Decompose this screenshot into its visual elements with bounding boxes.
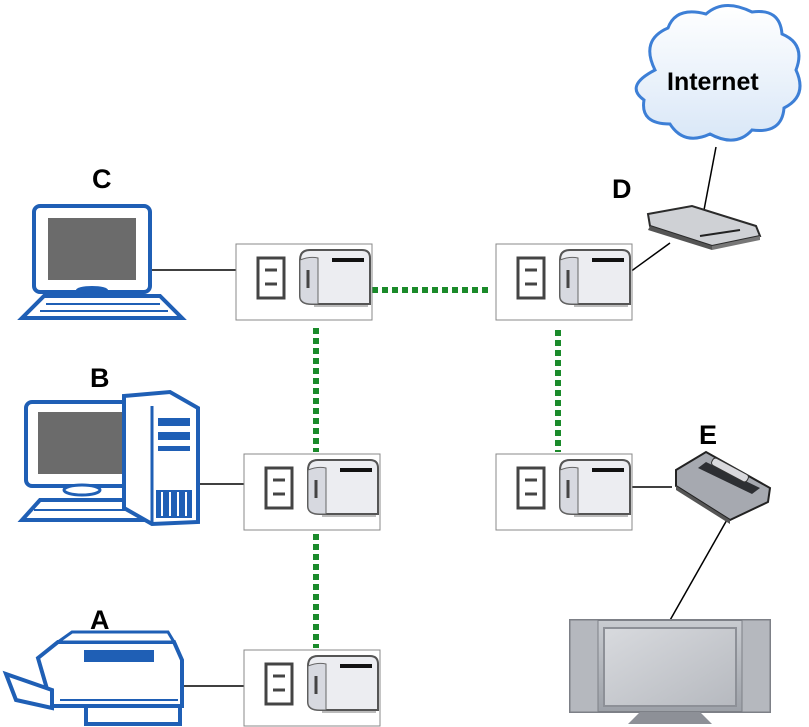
set-top-box-icon	[675, 450, 772, 524]
modem-router-icon	[646, 204, 762, 250]
cable-d	[629, 242, 671, 273]
television-icon	[569, 619, 771, 724]
desktop-computer-icon	[17, 389, 200, 527]
internet-label: Internet	[667, 68, 759, 96]
printer-icon	[2, 630, 184, 726]
label-e: E	[699, 420, 718, 450]
cable-tv	[668, 517, 729, 623]
powerline-adapter-icon	[242, 648, 382, 727]
laptop-icon	[17, 204, 187, 320]
ethernet-links	[150, 146, 729, 687]
label-d: D	[612, 174, 632, 204]
cloud-icon	[634, 4, 802, 142]
powerline-links	[313, 287, 561, 648]
powerline-adapter-icon	[494, 452, 634, 532]
cable-internet	[703, 146, 717, 211]
label-b: B	[90, 363, 110, 393]
powerline-adapter-icon	[494, 242, 634, 322]
powerline-adapter-icon	[234, 242, 374, 322]
label-c: C	[92, 164, 112, 194]
powerline-adapter-icon	[242, 452, 382, 532]
label-a: A	[90, 605, 110, 635]
